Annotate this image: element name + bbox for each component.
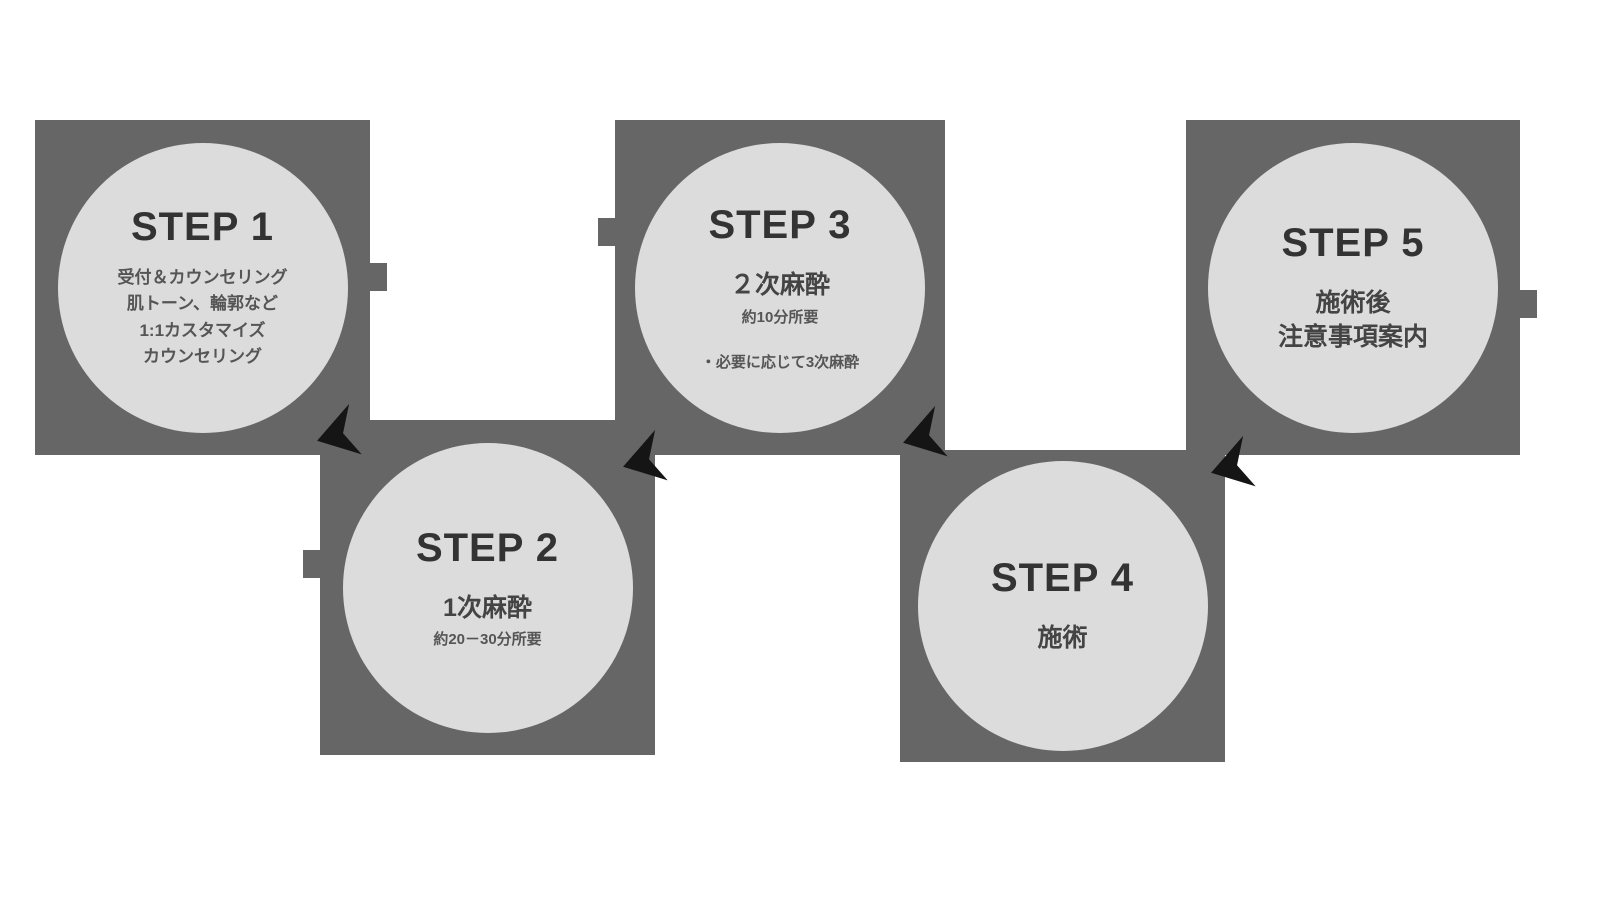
step-3-block: STEP 3 ２次麻酔 約10分所要 ・必要に応じて3次麻酔 (598, 120, 945, 455)
step-1-description: 受付＆カウンセリング 肌トーン、輪郭など 1:1カスタマイズ カウンセリング (118, 265, 288, 370)
step-1-circle: STEP 1 受付＆カウンセリング 肌トーン、輪郭など 1:1カスタマイズ カウ… (57, 142, 348, 433)
arrow-shape (623, 429, 668, 481)
step-2-circle: STEP 2 1次麻酔 約20－30分所要 (342, 442, 633, 733)
step-description-line: 受付＆カウンセリング (117, 267, 288, 287)
step-3-title: STEP 3 (708, 203, 852, 248)
step-5-title: STEP 5 (1281, 220, 1425, 265)
flow-arrow-1 (317, 403, 362, 455)
step-3-note: ・必要に応じて3次麻酔 (700, 353, 860, 371)
flow-arrow-2 (623, 429, 668, 481)
step-1-block: STEP 1 受付＆カウンセリング 肌トーン、輪郭など 1:1カスタマイズ カウ… (35, 120, 387, 455)
step-4-circle: STEP 4 施術 (917, 461, 1208, 751)
step-4-title: STEP 4 (990, 556, 1135, 601)
step-5-heading-line: 施術後 (1315, 288, 1391, 317)
step-4-heading: 施術 (1037, 624, 1088, 653)
step-2-title: STEP 2 (415, 525, 560, 570)
step-2-block: STEP 2 1次麻酔 約20－30分所要 (303, 420, 655, 755)
connector-tab-step-1 (370, 263, 387, 291)
step-2-duration: 約20－30分所要 (433, 631, 542, 649)
step-description-line: 肌トーン、輪郭など (126, 294, 279, 314)
step-3-heading: ２次麻酔 (729, 271, 830, 300)
step-description-line: カウンセリング (143, 346, 262, 366)
arrow-shape (317, 403, 362, 455)
connector-tab-step-3 (598, 218, 615, 246)
arrow-shape (1211, 435, 1256, 487)
step-3-circle: STEP 3 ２次麻酔 約10分所要 ・必要に応じて3次麻酔 (635, 142, 925, 433)
step-1-title: STEP 1 (130, 204, 275, 249)
step-5-block: STEP 5 施術後 注意事項案内 (1186, 120, 1537, 455)
step-5-circle: STEP 5 施術後 注意事項案内 (1208, 142, 1498, 433)
connector-tab-step-5 (1520, 290, 1537, 318)
step-2-heading: 1次麻酔 (443, 593, 532, 622)
flow-arrow-4 (1211, 435, 1256, 487)
step-4-block: STEP 4 施術 (900, 450, 1225, 762)
arrow-shape (903, 405, 948, 457)
step-5-heading-line: 注意事項案内 (1277, 322, 1428, 351)
step-3-duration: 約10分所要 (741, 308, 819, 326)
connector-tab-step-2 (303, 550, 320, 578)
flow-arrow-3 (903, 405, 948, 457)
step-description-line: 1:1カスタマイズ (139, 320, 266, 340)
